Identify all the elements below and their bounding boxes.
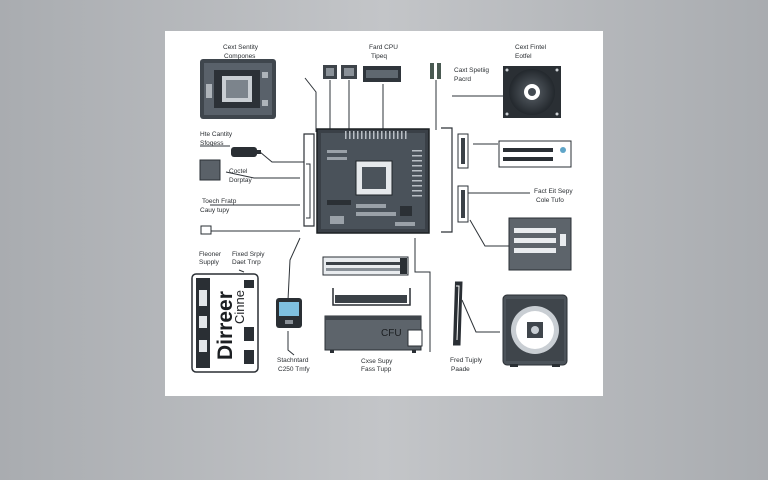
small-bracket-left bbox=[200, 225, 212, 235]
io-shield-left bbox=[303, 133, 315, 227]
cable-plug bbox=[231, 147, 261, 157]
label-storage-left-2: Sfoqess bbox=[200, 140, 224, 147]
io-shield-right bbox=[441, 127, 453, 233]
cpu-socket-illustration bbox=[200, 59, 276, 119]
small-module bbox=[199, 159, 221, 181]
label-fixed-supply-right-2: Paade bbox=[451, 366, 470, 373]
io-shield-left-inner bbox=[306, 163, 311, 219]
label-touch-2: Cauy tupy bbox=[200, 207, 230, 214]
label-touch-1: Toech Fratp bbox=[202, 198, 237, 205]
case-fan-top bbox=[503, 66, 561, 118]
label-case-spring-2: Pacrd bbox=[454, 76, 471, 83]
cable-bracket-highlight bbox=[456, 285, 460, 341]
label-storage-bottom-1: Stachntard bbox=[277, 357, 309, 364]
label-fact-supply-1: Fact Eit Sepy bbox=[534, 188, 573, 195]
motherboard bbox=[316, 128, 430, 234]
case-fan-bottom bbox=[502, 294, 568, 367]
drive-tray bbox=[332, 288, 411, 306]
label-fact-supply-2: Cole Tufo bbox=[536, 197, 564, 204]
label-case-supply-mid-1: Cxse Supy bbox=[361, 358, 393, 365]
psu-brand-text: Dirreer bbox=[214, 291, 237, 360]
label-fan-top-1: Cext Fintel bbox=[515, 44, 547, 51]
label-storage-bottom-2: C250 Tmfy bbox=[278, 366, 310, 373]
power-supply-unit: Dirreer Cinne bbox=[191, 273, 259, 373]
connector-lines bbox=[200, 77, 530, 356]
slot-bracket-upper-fill bbox=[461, 138, 465, 164]
slot-bracket-lower-fill bbox=[461, 190, 465, 218]
label-fixed-supply-right-1: Fred Tujply bbox=[450, 357, 483, 364]
label-fixed-supply-1: Fixed Srpiy bbox=[232, 251, 265, 258]
cfu-box: CFU bbox=[324, 315, 423, 353]
label-case-spring-1: Caxt Spetiig bbox=[454, 67, 489, 74]
label-coiled-1: Coctel bbox=[229, 168, 248, 175]
label-coiled-2: Dorptay bbox=[229, 177, 253, 184]
label-cpu-top-2: Tipeq bbox=[371, 53, 387, 60]
top-chip-group bbox=[323, 63, 441, 82]
label-storage-left-1: Hte Cantity bbox=[200, 131, 233, 138]
cfu-box-text: CFU bbox=[381, 328, 402, 339]
label-cpu-cooler-2: Compones bbox=[224, 53, 256, 60]
label-case-supply-mid-2: Fass Tupp bbox=[361, 366, 392, 373]
pci-card-bottom bbox=[508, 217, 572, 271]
label-cpu-top-1: Fard CPU bbox=[369, 44, 398, 51]
expansion-card bbox=[322, 256, 409, 276]
pci-card-top bbox=[498, 140, 572, 168]
label-fixed-supply-2: Daet Tnrp bbox=[232, 259, 261, 266]
psu-sub-text: Cinne bbox=[232, 290, 247, 324]
label-power-left-2: Supply bbox=[199, 259, 220, 266]
small-display-device bbox=[276, 298, 302, 328]
label-fan-top-2: Eotfel bbox=[515, 53, 532, 60]
label-power-left-1: Fleoner bbox=[199, 251, 222, 258]
label-cpu-cooler-1: Cext Sentity bbox=[223, 44, 259, 51]
